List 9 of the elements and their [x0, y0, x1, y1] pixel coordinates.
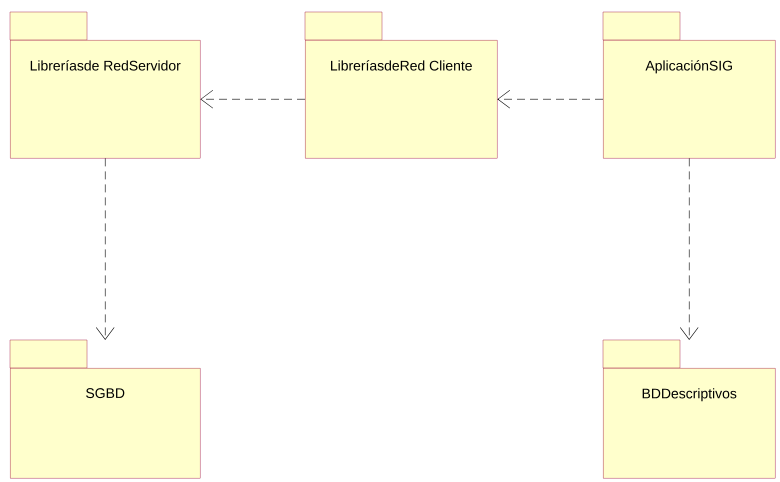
package-box: BDDescriptivos — [602, 340, 776, 478]
dependency-arrow — [96, 158, 114, 340]
dependency-arrow — [680, 158, 698, 340]
package-box: AplicaciónSIG — [602, 12, 776, 158]
dependency-arrow — [200, 90, 306, 108]
package-box: Libreríasde RedServidor — [10, 12, 200, 158]
package-box: LibreríasdeRed Cliente — [304, 12, 498, 158]
dependency-arrow — [497, 90, 604, 108]
package-box: SGBD — [10, 340, 200, 478]
